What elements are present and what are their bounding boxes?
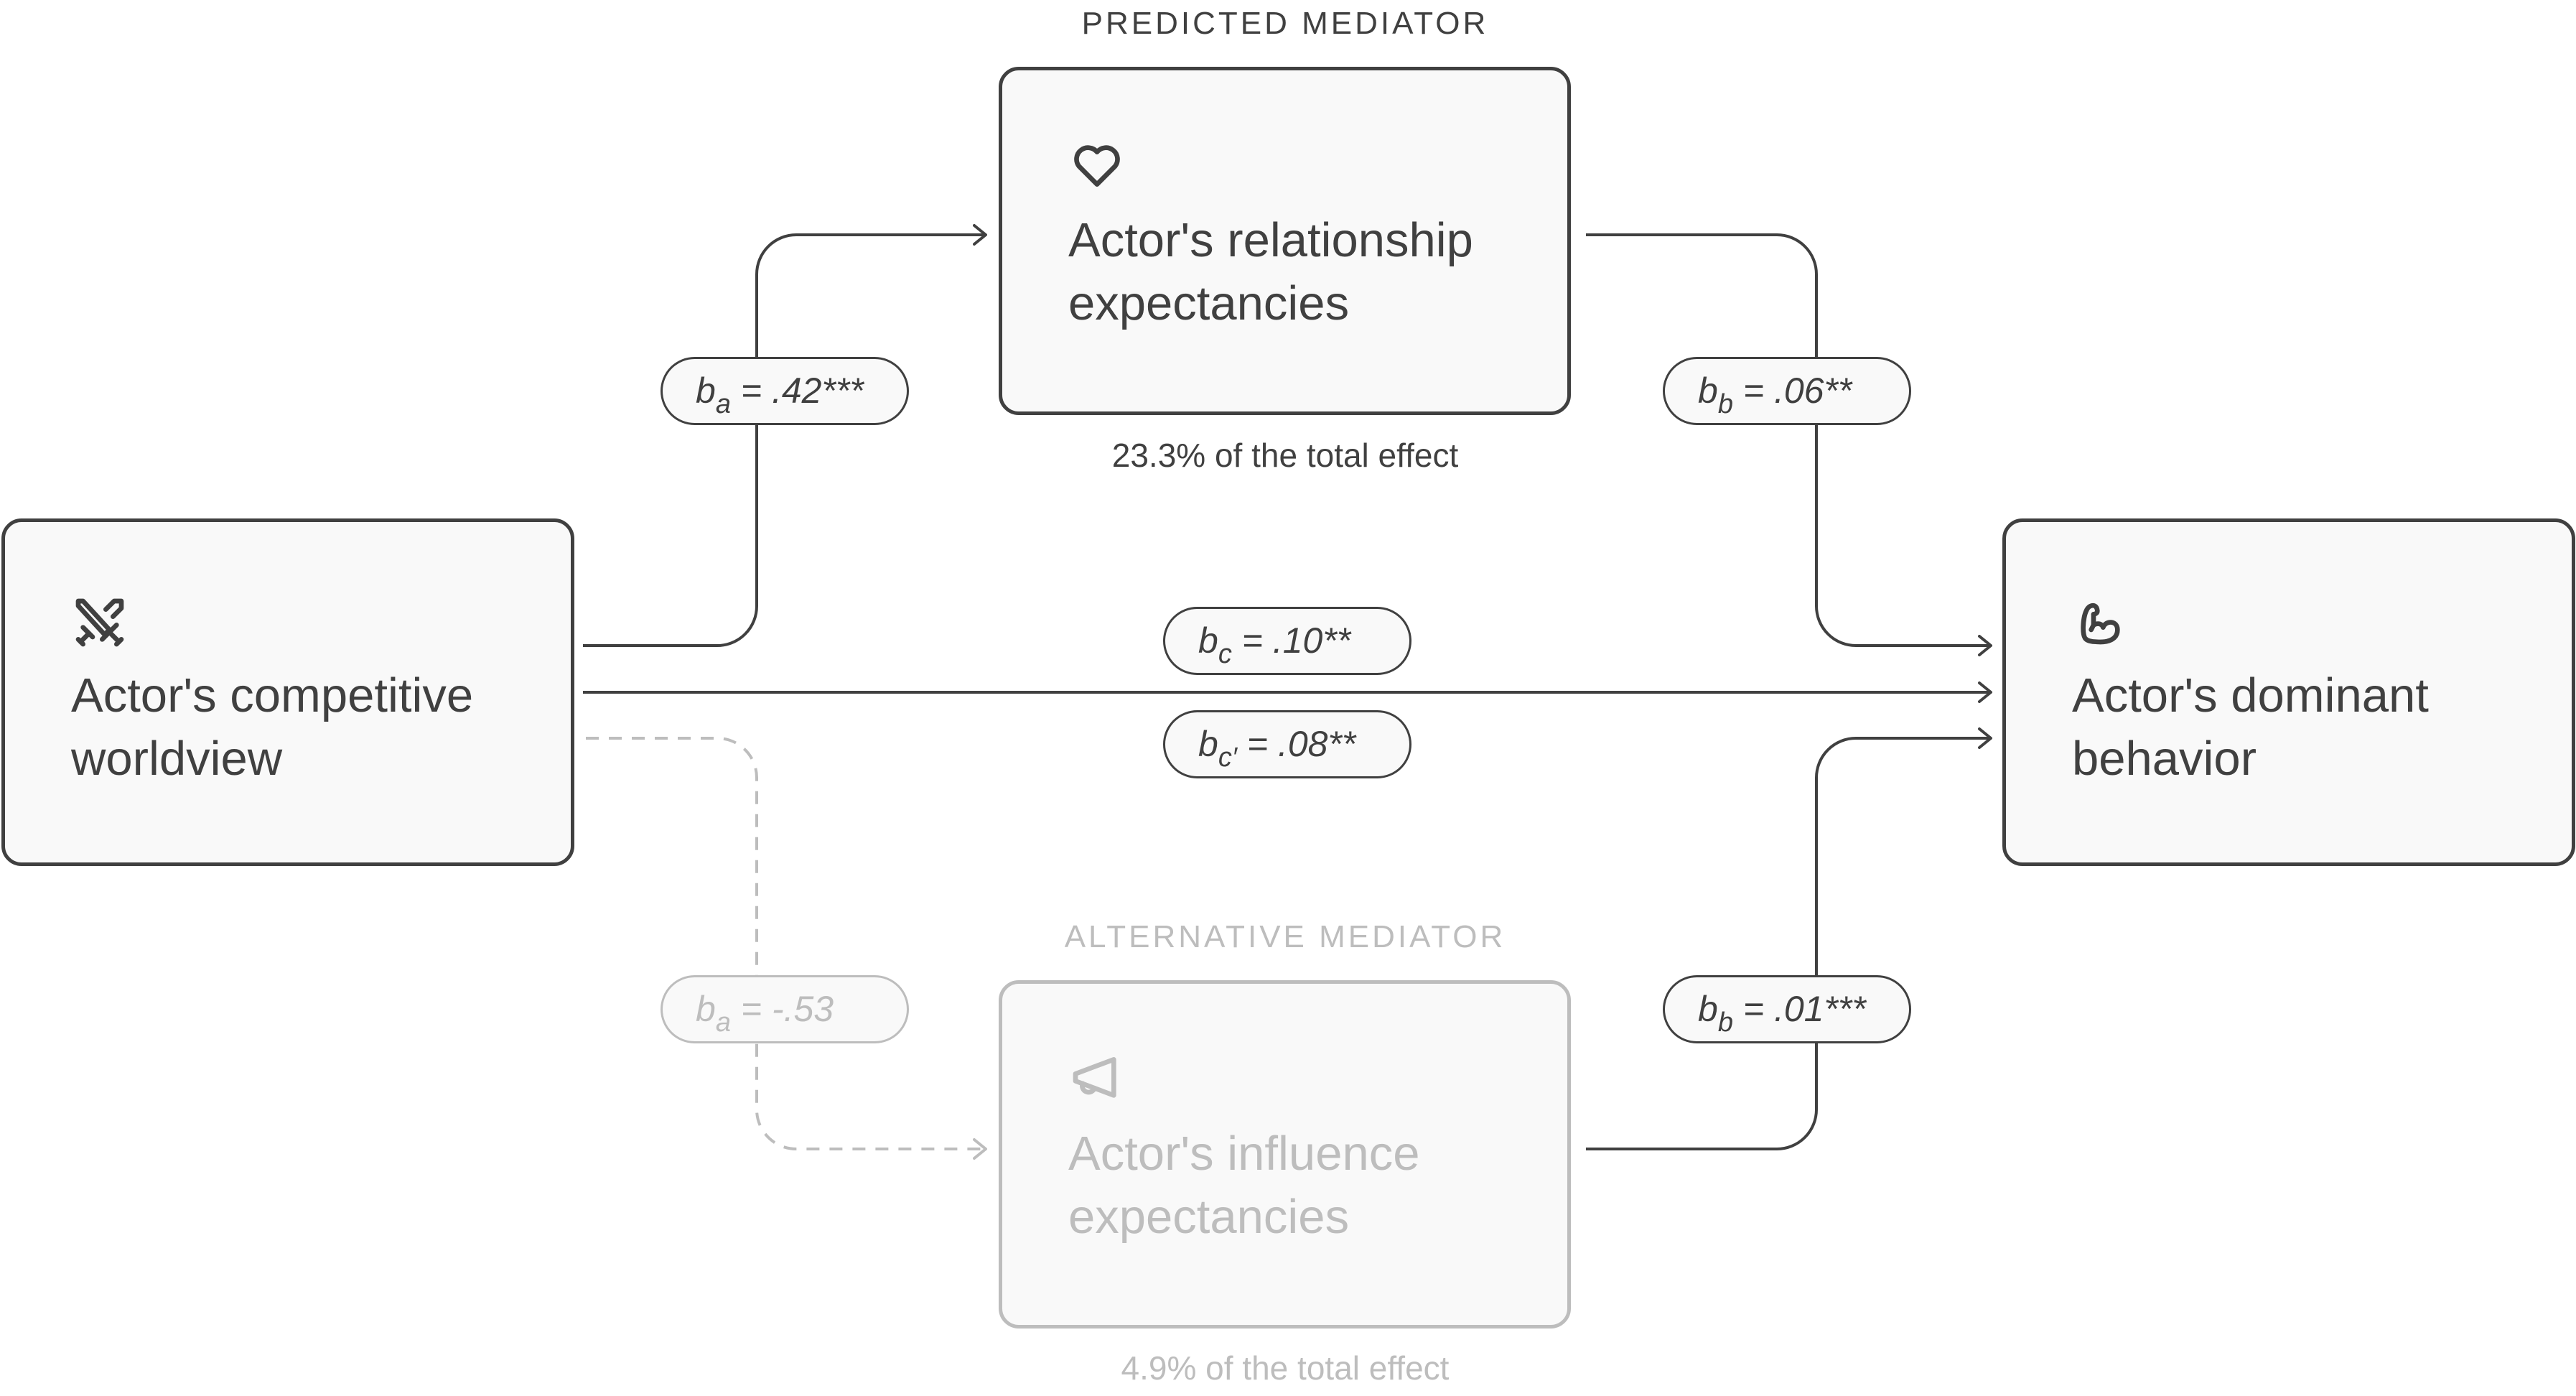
alternative-mediator-label: Actor's influence expectancies xyxy=(1068,1127,1420,1244)
edge-predictor-to-alternative-mediator xyxy=(586,737,987,1160)
coef-value: = .01*** xyxy=(1742,989,1866,1029)
predicted-mediator-node[interactable]: Actor's relationship expectancies xyxy=(999,67,1571,415)
coef-value: = -.53 xyxy=(740,989,834,1029)
alternative-mediator-node[interactable]: Actor's influence expectancies xyxy=(999,980,1571,1328)
coef-symbol: b xyxy=(1198,724,1218,764)
coef-subscript: a xyxy=(715,389,731,419)
predicted-mediator-title: PREDICTED MEDIATOR xyxy=(1081,6,1489,41)
heart-icon xyxy=(1074,145,1120,187)
coef-subscript: a xyxy=(715,1008,731,1038)
coef-symbol: b xyxy=(1698,371,1718,411)
coef-symbol: b xyxy=(696,371,716,411)
crossed-swords-icon xyxy=(75,598,124,647)
coef-total-effect-c: bc = .10** xyxy=(1163,607,1411,675)
coef-symbol: b xyxy=(1698,989,1718,1029)
coef-direct-effect-c-prime: bc′ = .08** xyxy=(1163,710,1411,778)
edge-predicted-mediator-to-outcome xyxy=(1586,233,1992,656)
coef-value: = .08** xyxy=(1246,724,1356,764)
coef-subscript: c′ xyxy=(1218,743,1237,773)
coef-predicted-path-a: ba = .42*** xyxy=(661,357,909,425)
alternative-mediator-effect-share: 4.9% of the total effect xyxy=(1121,1349,1450,1387)
predicted-mediator-label: Actor's relationship expectancies xyxy=(1068,213,1473,330)
coef-subscript: c xyxy=(1218,639,1232,669)
coef-alternative-path-b: bb = .01*** xyxy=(1663,975,1911,1043)
alternative-mediator-title: ALTERNATIVE MEDIATOR xyxy=(1064,919,1506,954)
megaphone-icon xyxy=(1073,1057,1116,1098)
predictor-node[interactable]: Actor's competitive worldview xyxy=(1,518,574,866)
predictor-label: Actor's competitive worldview xyxy=(71,669,474,786)
coef-symbol: b xyxy=(1198,620,1218,661)
edge-alternative-mediator-to-outcome xyxy=(1586,727,1992,1150)
outcome-label: Actor's dominant behavior xyxy=(2072,669,2429,786)
outcome-node[interactable]: Actor's dominant behavior xyxy=(2002,518,2575,866)
coef-value: = .10** xyxy=(1241,620,1351,661)
coef-value: = .06** xyxy=(1742,371,1852,411)
edge-predictor-to-predicted-mediator xyxy=(583,224,987,647)
coef-alternative-path-a: ba = -.53 xyxy=(661,975,909,1043)
coef-predicted-path-b: bb = .06** xyxy=(1663,357,1911,425)
coef-subscript: b xyxy=(1717,1008,1733,1038)
coef-subscript: b xyxy=(1717,389,1733,419)
coef-value: = .42*** xyxy=(740,371,864,411)
flexed-bicep-icon xyxy=(2081,602,2120,645)
predicted-mediator-effect-share: 23.3% of the total effect xyxy=(1111,437,1459,474)
coef-symbol: b xyxy=(696,989,716,1029)
